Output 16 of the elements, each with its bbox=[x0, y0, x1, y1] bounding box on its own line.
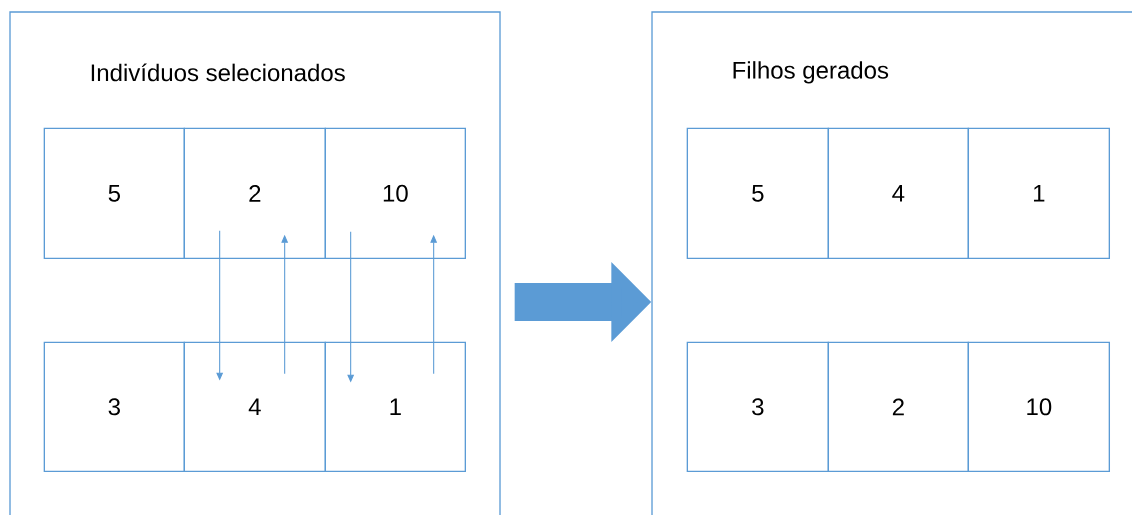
gene-cell: 5 bbox=[43, 127, 185, 259]
gene-cell: 5 bbox=[686, 127, 829, 259]
gene-cell: 4 bbox=[827, 127, 969, 259]
gene-cell: 1 bbox=[967, 127, 1110, 259]
gene-cell: 4 bbox=[183, 341, 326, 472]
gene-cell: 10 bbox=[967, 341, 1110, 472]
panel bbox=[651, 11, 1132, 515]
gene-cell: 10 bbox=[324, 127, 466, 259]
panel bbox=[9, 11, 501, 515]
panel-title: Filhos gerados bbox=[733, 61, 889, 84]
gene-cell: 2 bbox=[827, 341, 969, 472]
gene-cell: 3 bbox=[686, 341, 829, 472]
gene-cell: 2 bbox=[183, 127, 326, 259]
gene-cell: 1 bbox=[324, 341, 466, 472]
panel-title: Indivíduos selecionados bbox=[91, 63, 345, 82]
gene-cell: 3 bbox=[43, 341, 185, 472]
